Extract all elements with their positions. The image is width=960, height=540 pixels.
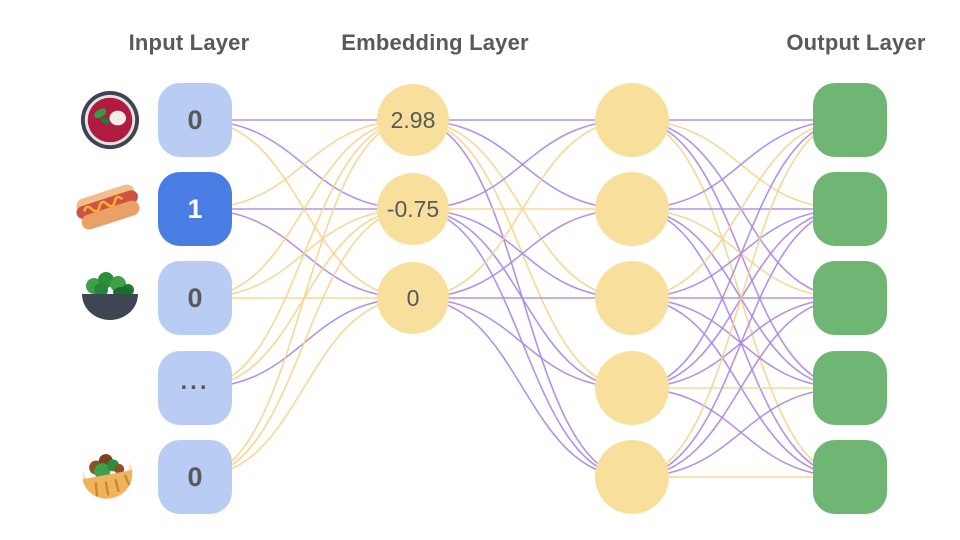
input-node-2: 1	[158, 172, 232, 246]
output-node-3	[813, 261, 887, 335]
embedding-node-2: -0.75	[377, 173, 449, 245]
edge-hidden-2-to-output-1	[631, 119, 851, 210]
edge-hidden-3-to-output-1	[631, 119, 851, 299]
edge-embedding-3-to-hidden-2	[412, 208, 633, 299]
edge-embedding-3-to-hidden-4	[412, 297, 633, 389]
output-layer-title: Output Layer	[786, 30, 926, 55]
edge-input-2-to-embedding-1	[194, 119, 414, 210]
input-node-5: 0	[158, 440, 232, 514]
edge-embedding-2-to-hidden-1	[412, 119, 633, 210]
input-node-4: ...	[158, 351, 232, 425]
hidden-node-2	[595, 172, 669, 246]
ellipsis-label: ...	[180, 368, 210, 395]
output-node-1	[813, 83, 887, 157]
green-salad-icon	[82, 272, 138, 320]
edge-input-4-to-embedding-1	[194, 119, 414, 389]
output-node-5	[813, 440, 887, 514]
edge-input-5-to-embedding-2	[194, 208, 414, 478]
edge-hidden-5-to-output-1	[631, 119, 851, 478]
hidden-node-4	[595, 351, 669, 425]
embedding-layer-title: Embedding Layer	[341, 30, 529, 55]
edge-hidden-5-to-output-2	[631, 208, 851, 478]
hidden-node-1	[595, 83, 669, 157]
hot-dog-icon	[76, 184, 140, 230]
edge-input-3-to-embedding-1	[194, 119, 414, 299]
edge-embedding-3-to-hidden-1	[412, 119, 633, 299]
input-layer-title: Input Layer	[128, 30, 250, 55]
pita-wrap-icon	[82, 454, 133, 499]
edge-hidden-4-to-output-1	[631, 119, 851, 389]
output-node-4	[813, 351, 887, 425]
edge-embedding-3-to-hidden-5	[412, 297, 633, 478]
edge-hidden-5-to-output-4	[631, 387, 851, 478]
embedding-node-1: 2.98	[377, 84, 449, 156]
input-node-3: 0	[158, 261, 232, 335]
output-node-2	[813, 172, 887, 246]
edge-hidden-5-to-output-3	[631, 297, 851, 478]
hidden-node-3	[595, 261, 669, 335]
hidden-node-5	[595, 440, 669, 514]
soup-bowl-icon	[80, 90, 140, 150]
embedding-node-3: 0	[377, 262, 449, 334]
edge-input-5-to-embedding-1	[194, 119, 414, 478]
edge-input-5-to-embedding-3	[194, 297, 414, 478]
input-node-1: 0	[158, 83, 232, 157]
